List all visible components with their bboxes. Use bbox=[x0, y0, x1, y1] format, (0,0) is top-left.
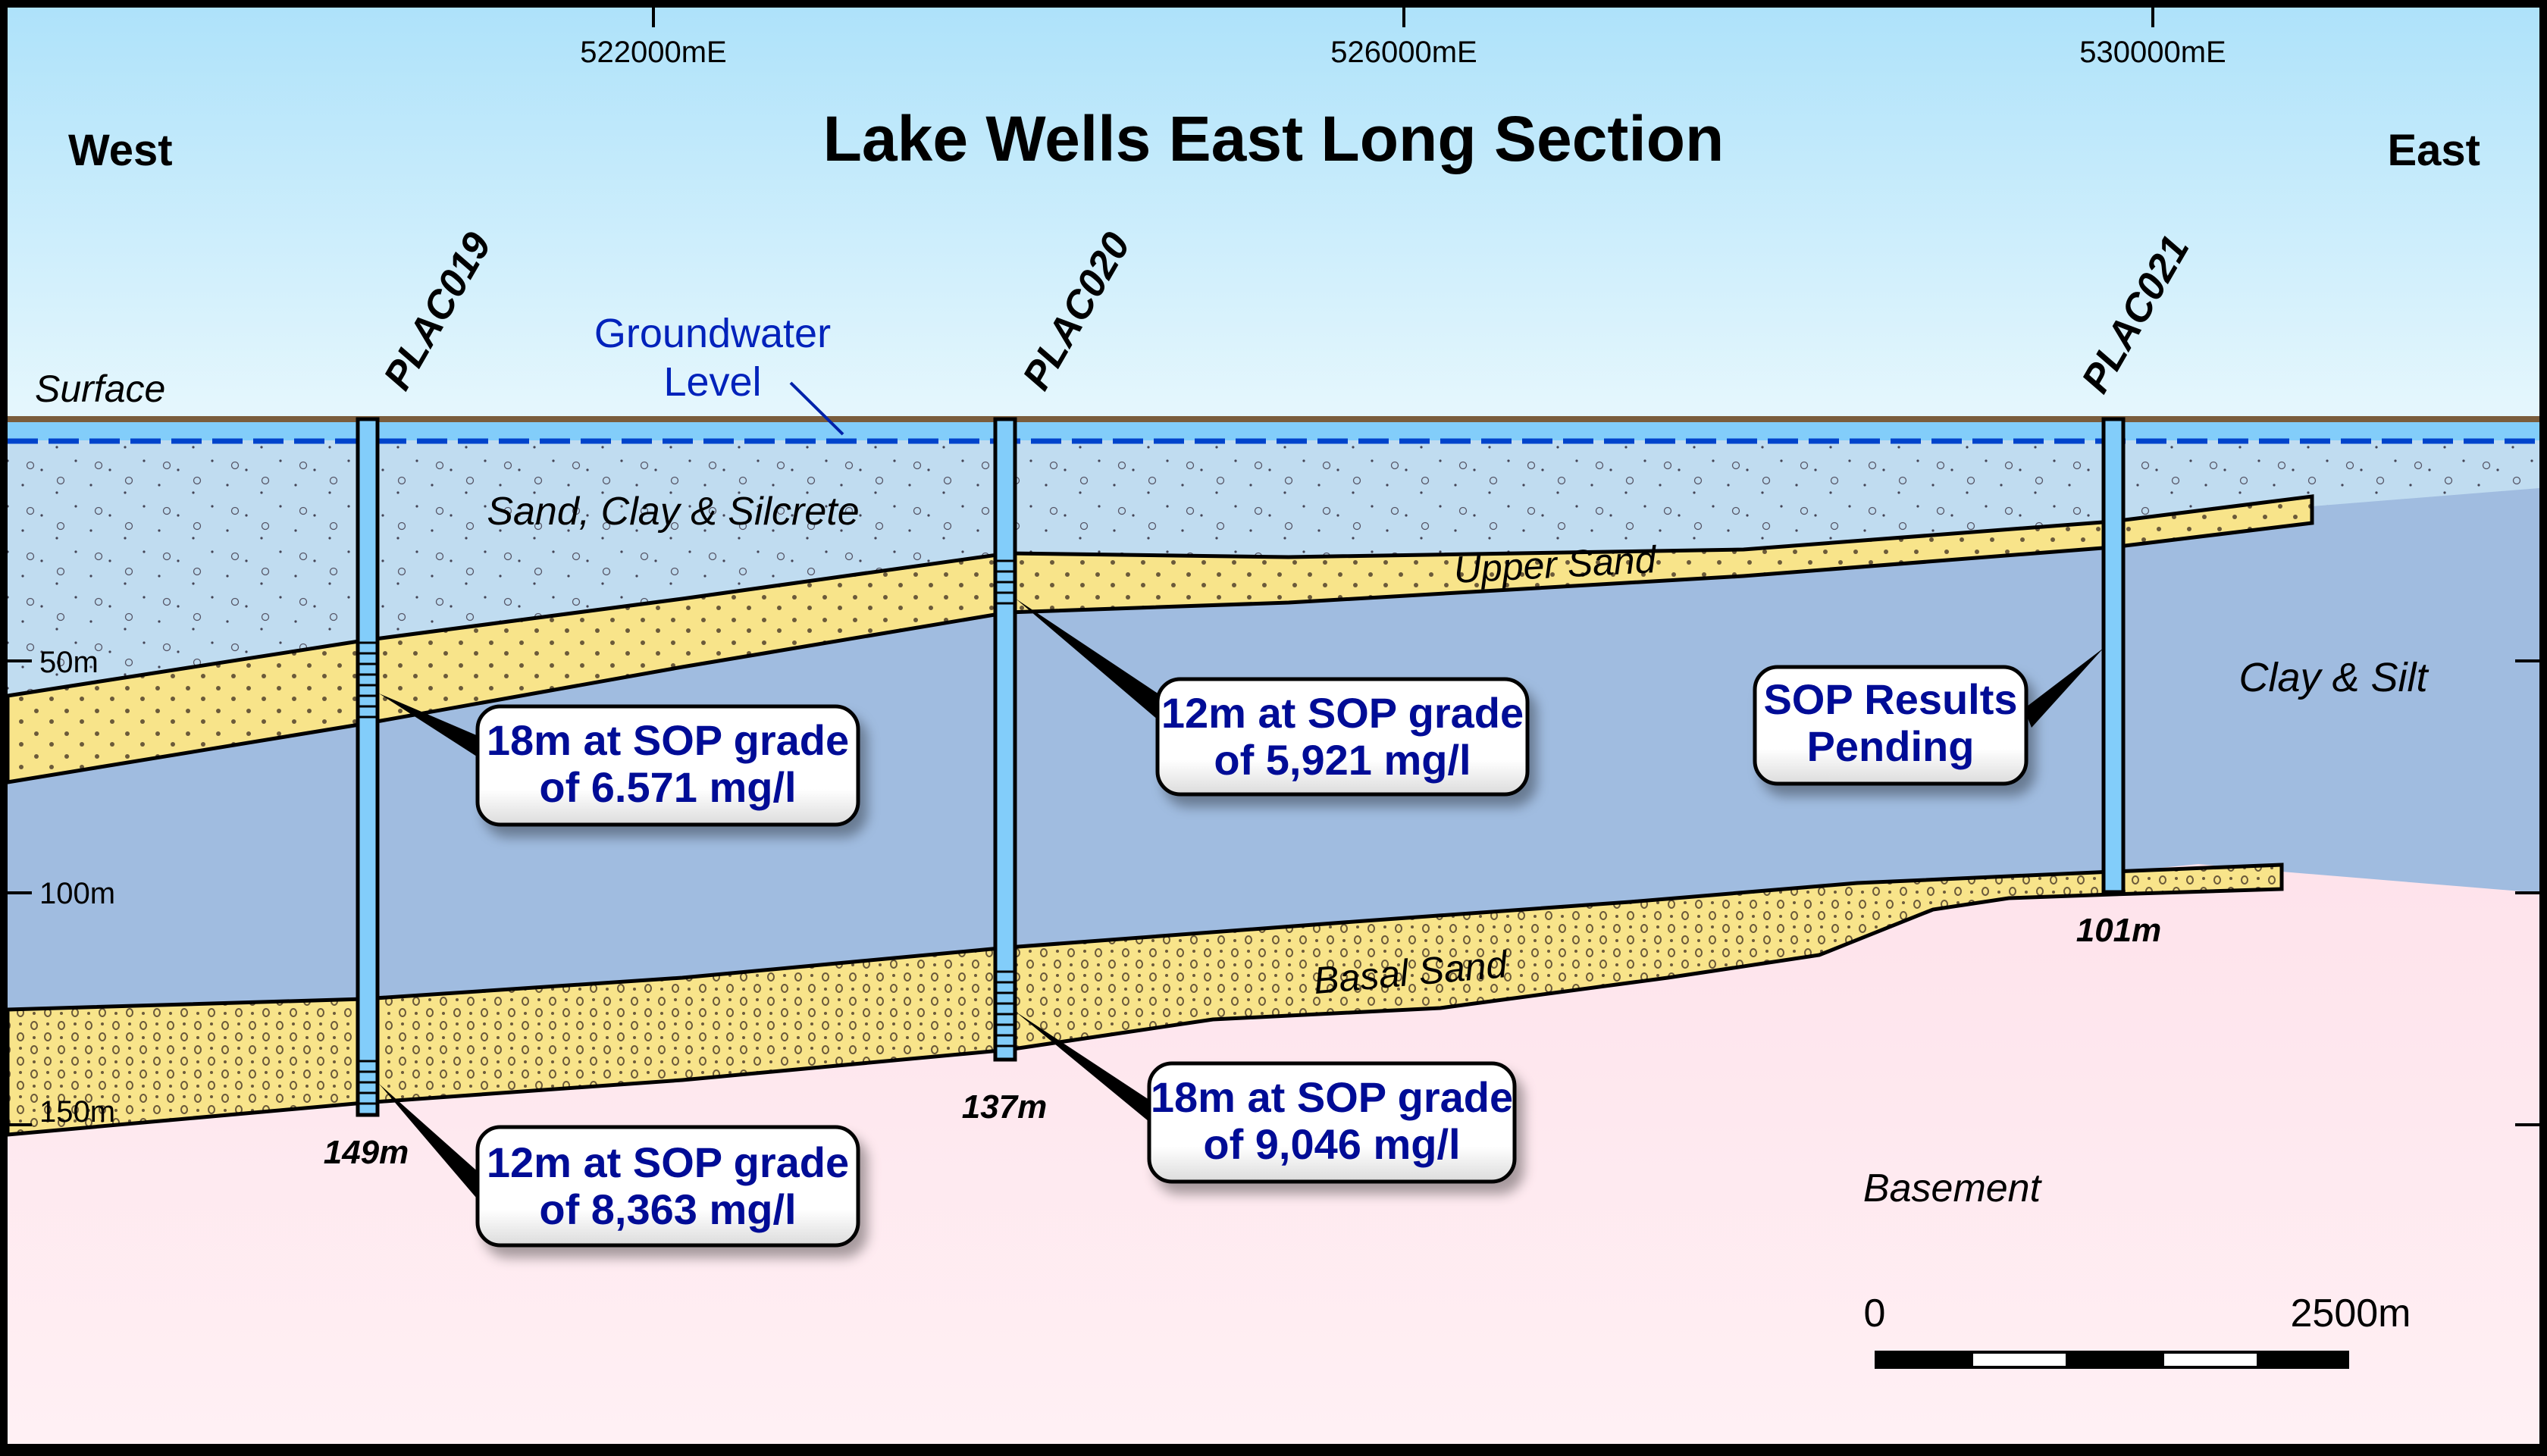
scale-bar: 0 2500m bbox=[1864, 1292, 2411, 1369]
callout-plac020-upper bbox=[1155, 677, 1530, 797]
drillhole-depth: 149m bbox=[324, 1134, 409, 1171]
drillhole-depth: 137m bbox=[962, 1088, 1048, 1126]
easting-label: 530000mE bbox=[2079, 36, 2226, 69]
callout-text: of 6.571 mg/l bbox=[539, 763, 796, 811]
sky-area bbox=[8, 8, 2539, 421]
water-band bbox=[8, 421, 2539, 440]
callout-text: of 8,363 mg/l bbox=[539, 1185, 796, 1233]
scale-bar-body bbox=[1875, 1351, 2349, 1369]
basal-sand-unit bbox=[5, 863, 2284, 1137]
callout-leader bbox=[379, 694, 485, 758]
drillhole-shaft[interactable] bbox=[993, 417, 1017, 1062]
sample-interval bbox=[358, 641, 378, 719]
drillhole-shaft[interactable] bbox=[2101, 417, 2126, 894]
drillhole-depth: 101m bbox=[2076, 912, 2162, 949]
unit-label-sand-clay-silcrete: Sand, Clay & Silcrete bbox=[487, 490, 859, 534]
easting-axis: 522000mE 526000mE 530000mE bbox=[580, 8, 2226, 69]
callout-text: Pending bbox=[1807, 722, 1975, 770]
callout-text: 18m at SOP grade bbox=[487, 716, 849, 764]
scale-bar-segment bbox=[1973, 1354, 2066, 1366]
scale-bar-segment bbox=[2164, 1354, 2257, 1366]
easting-label: 526000mE bbox=[1330, 36, 1477, 69]
frame-top bbox=[0, 0, 2547, 8]
callout-leader bbox=[2024, 648, 2104, 728]
callout-text: SOP Results bbox=[1763, 675, 2017, 723]
callout-leader bbox=[379, 1084, 481, 1198]
frame-left bbox=[0, 0, 8, 1452]
section-title: Lake Wells East Long Section bbox=[823, 103, 1725, 174]
groundwater-leader bbox=[789, 381, 844, 436]
sample-interval bbox=[358, 1060, 378, 1105]
depth-label: 100m bbox=[39, 877, 115, 910]
groundwater-label-line1: Groundwater bbox=[594, 311, 831, 356]
surface-label: Surface bbox=[35, 368, 165, 410]
sample-interval bbox=[995, 559, 1015, 605]
callout-text: of 9,046 mg/l bbox=[1203, 1120, 1460, 1168]
callout-plac020-lower bbox=[1147, 1061, 1517, 1184]
east-label: East bbox=[2387, 126, 2480, 175]
callout-plac019-lower bbox=[475, 1125, 860, 1248]
scale-bar-start-label: 0 bbox=[1864, 1292, 1886, 1335]
depth-label: 150m bbox=[39, 1095, 115, 1129]
upper-sand-unit bbox=[5, 494, 2314, 784]
sample-interval bbox=[995, 970, 1015, 1047]
unit-label-clay-silt: Clay & Silt bbox=[2238, 655, 2429, 700]
callout-text: 18m at SOP grade bbox=[1151, 1073, 1513, 1121]
drillhole-shaft[interactable] bbox=[356, 417, 380, 1117]
frame-right bbox=[2539, 0, 2547, 1452]
west-label: West bbox=[68, 126, 173, 175]
callout-plac021 bbox=[1753, 665, 2029, 786]
callout-text: 12m at SOP grade bbox=[1161, 689, 1524, 737]
callout-text: of 5,921 mg/l bbox=[1214, 736, 1471, 784]
unit-label-basement: Basement bbox=[1863, 1166, 2043, 1210]
sand-clay-silcrete-unit bbox=[8, 421, 2539, 696]
surface-line bbox=[8, 416, 2539, 422]
easting-label: 522000mE bbox=[580, 36, 726, 69]
callout-leader bbox=[1016, 1012, 1154, 1122]
depth-label: 50m bbox=[39, 646, 99, 679]
scale-bar-end-label: 2500m bbox=[2291, 1292, 2411, 1335]
groundwater-label-line2: Level bbox=[663, 359, 761, 405]
depth-axis: 50m 100m 150m bbox=[8, 646, 2539, 1129]
callout-text: 12m at SOP grade bbox=[487, 1138, 849, 1186]
callout-plac019-upper bbox=[475, 704, 860, 827]
frame-bottom bbox=[0, 1445, 2547, 1452]
callout-leader bbox=[1016, 599, 1164, 720]
